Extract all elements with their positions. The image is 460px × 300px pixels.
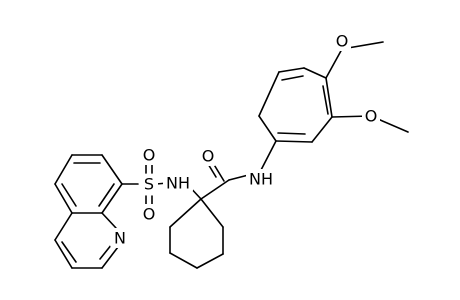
quinoline-bond (54, 183, 73, 214)
methoxy-right-o-bg (362, 106, 380, 126)
cyclohexane-bond (169, 252, 198, 269)
quinoline-double-bond (98, 183, 115, 207)
sulfonyl-s-bg (140, 174, 158, 194)
sulfonyl-o-top-bg (140, 145, 158, 165)
methoxy-top-o-bg (333, 31, 351, 51)
amide-oxygen-label: O (202, 147, 215, 166)
sulfonyl-o-bottom-bg (140, 204, 158, 224)
aryl-ring-bond (258, 71, 280, 117)
aryl-double-bond (277, 132, 306, 135)
quinoline-nitrogen-label: N (114, 229, 126, 248)
amide-o-bg (199, 146, 217, 166)
sulfonyl-top-oxygen-label: O (143, 146, 156, 165)
sulfonamide-nh-bg (163, 173, 193, 193)
quinoline-double-bond (61, 241, 77, 263)
atom-label-layer: O O O NH NH S O O N (110, 31, 380, 248)
quinoline-bond (54, 239, 73, 269)
aryl-ring-bond (278, 67, 305, 73)
cyclohexane-bond (169, 198, 202, 228)
quinoline-bond (54, 212, 73, 241)
aryl-double-bond (322, 85, 329, 115)
amide-nh-bg (246, 169, 276, 189)
cyclohexane-bond (196, 253, 224, 269)
cyclohexane-bond (200, 198, 224, 228)
quinoline-bond (101, 212, 117, 229)
amide-bond (259, 140, 277, 173)
aryl-ring-bond (275, 140, 313, 143)
bond-layer (54, 41, 409, 269)
aryl-double-bond (281, 75, 304, 81)
quinoline-double-bond (61, 183, 77, 207)
aryl-ring-bond (311, 116, 333, 143)
sulfonyl-bottom-oxygen-label: O (143, 205, 156, 224)
sulfonamide-nh-label: NH (166, 174, 190, 193)
quinoline-bond (101, 246, 119, 269)
quinoline-n-bg (110, 228, 130, 248)
aryl-ring-bond (303, 67, 327, 79)
quinoline-bond (101, 183, 123, 214)
quinoline-double-bond (99, 243, 113, 260)
aryl-ring-bond (325, 77, 333, 118)
methoxy-right-oxygen-label: O (365, 107, 378, 126)
aryl-ring-bond (258, 115, 277, 142)
methoxy-top-oxygen-label: O (336, 32, 349, 51)
quinoline-bond (54, 154, 73, 185)
amide-nh-label: NH (249, 170, 273, 189)
amide-bond (200, 179, 230, 200)
sulfonyl-sulfur-label: S (144, 175, 154, 194)
quinoline-bond (101, 154, 123, 185)
methoxy-top-bond (325, 48, 343, 79)
